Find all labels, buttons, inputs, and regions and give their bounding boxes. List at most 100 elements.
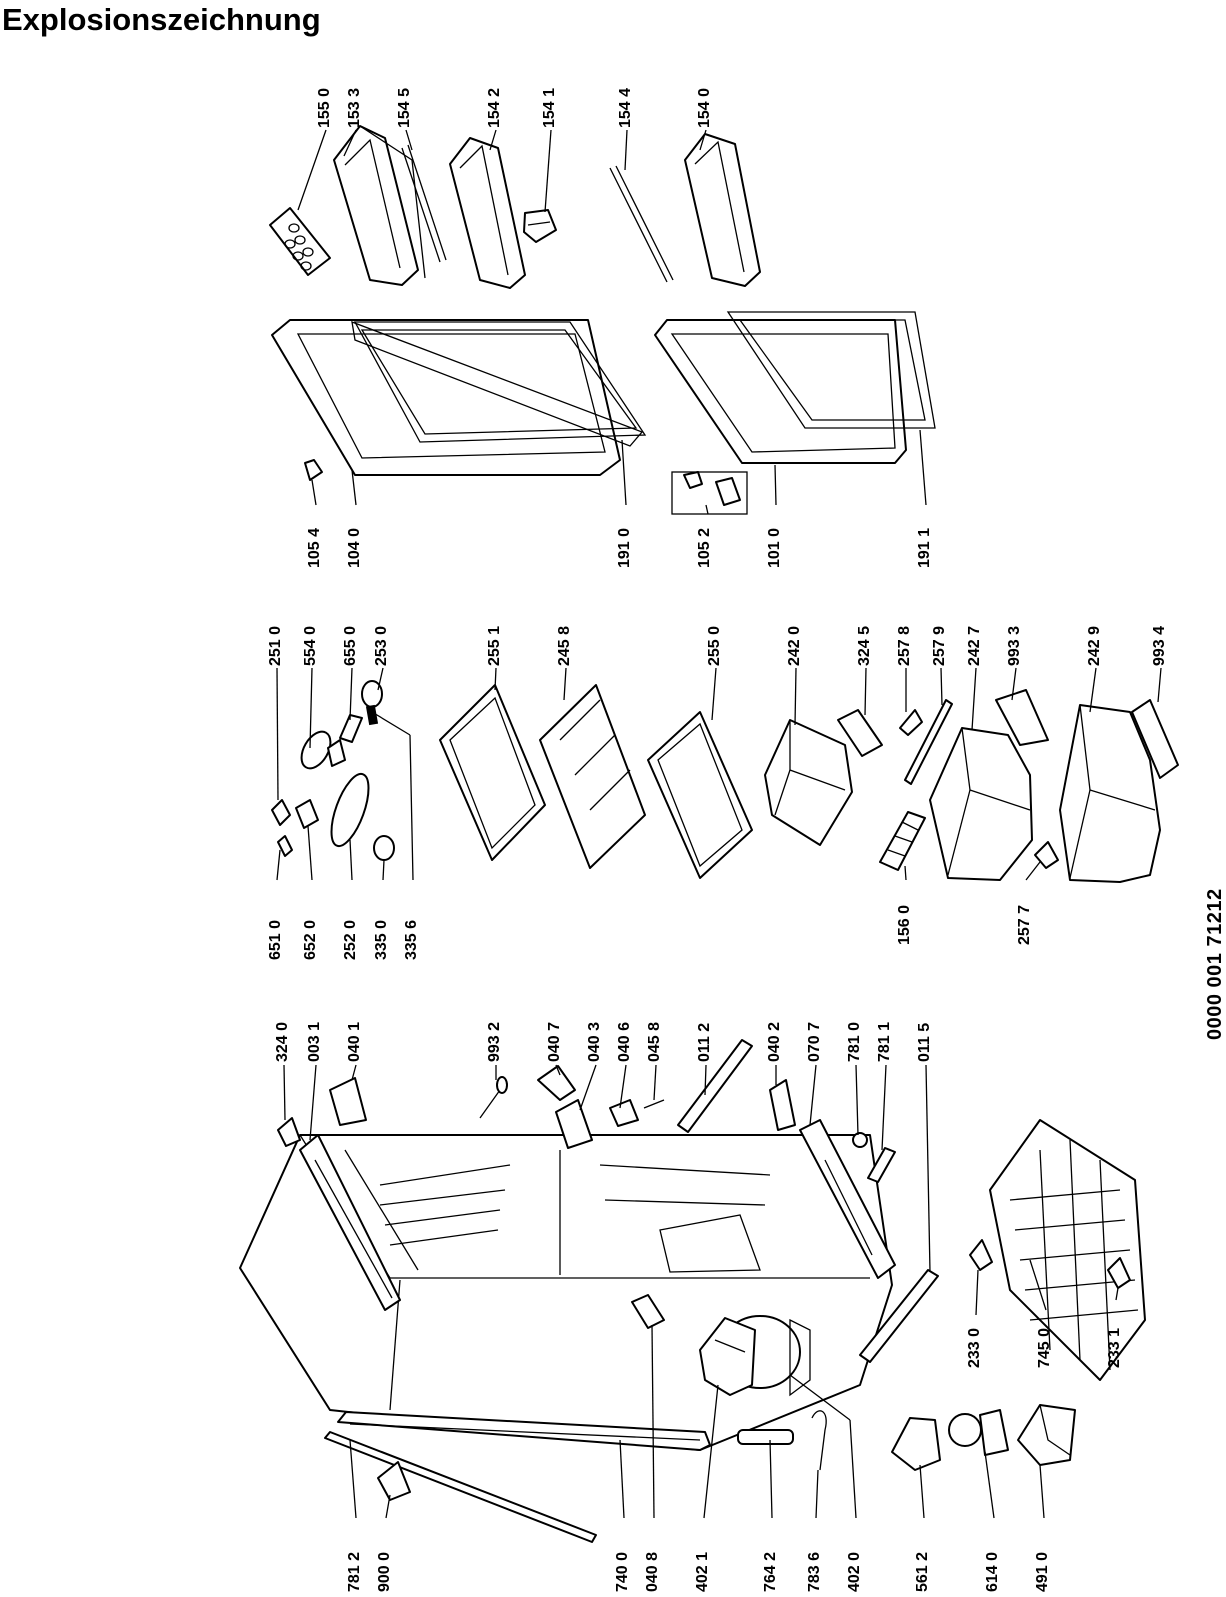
- part-label: 781 2: [346, 1551, 363, 1592]
- part-label: 257 9: [931, 625, 948, 666]
- bottle-holder: [523, 209, 557, 243]
- part-label: 993 4: [1151, 625, 1168, 666]
- cable-clip: [377, 1461, 411, 1501]
- part-label: 101 0: [766, 527, 783, 568]
- part-label: 402 1: [694, 1551, 711, 1592]
- base-grille: [867, 1147, 896, 1183]
- power-cable-connector: [891, 1417, 941, 1471]
- part-label: 253 0: [373, 625, 390, 666]
- start-relay: [948, 1409, 1009, 1456]
- part-label: 614 0: [984, 1551, 1001, 1592]
- part-label: 040 7: [546, 1021, 563, 1062]
- leveling-foot: [852, 1132, 868, 1148]
- hinge-plate: [609, 1099, 665, 1127]
- part-label: 155 0: [316, 87, 333, 128]
- part-label: 154 0: [696, 87, 713, 128]
- compressor-relay: [699, 1317, 756, 1396]
- door-shelf-middle: [449, 137, 526, 289]
- door-seal-lower: [726, 311, 936, 429]
- fridge-door: [271, 319, 644, 476]
- page-title: Explosionszeichnung: [2, 2, 321, 37]
- thermostat-group: [271, 680, 395, 861]
- part-label: 652 0: [302, 919, 319, 960]
- relay-cover: [1017, 1404, 1076, 1466]
- part-label: 242 7: [966, 625, 983, 666]
- part-label: 154 2: [486, 87, 503, 128]
- part-label: 040 2: [766, 1021, 783, 1062]
- part-label: 191 1: [916, 527, 933, 568]
- part-label: 040 8: [644, 1551, 661, 1592]
- temperature-sensor: [479, 1076, 508, 1119]
- condenser-clip-upper: [969, 1239, 993, 1271]
- part-label: 655 0: [342, 625, 359, 666]
- part-label: 781 1: [876, 1021, 893, 1062]
- glass-shelf-lower: [647, 711, 753, 879]
- part-label: 781 0: [846, 1021, 863, 1062]
- part-label: 011 2: [696, 1022, 713, 1062]
- hinge-top-left: [277, 1117, 301, 1147]
- condenser-clip-lower: [1107, 1257, 1131, 1289]
- part-label: 257 8: [896, 625, 913, 666]
- part-label: 011 5: [916, 1022, 933, 1062]
- leader-lines: [276, 129, 1162, 1519]
- drawer-rail: [904, 699, 953, 785]
- lower-hinge: [769, 1079, 796, 1131]
- part-label: 105 2: [696, 527, 713, 568]
- part-label: 153 3: [346, 87, 363, 128]
- reinforcement-lower: [859, 1269, 939, 1363]
- part-label: 900 0: [376, 1551, 393, 1592]
- part-label: 154 1: [541, 87, 558, 128]
- part-label: 783 6: [806, 1551, 823, 1592]
- wire-shelf: [539, 684, 646, 869]
- part-label: 255 0: [706, 625, 723, 666]
- part-label: 251 0: [267, 625, 284, 666]
- crisper-upper: [929, 727, 1033, 881]
- dryer-filter: [737, 1429, 794, 1445]
- part-label: 554 0: [302, 625, 319, 666]
- base-front-panel: [799, 1119, 896, 1279]
- door-hinge-top: [304, 459, 323, 481]
- door-shelf-upper: [333, 125, 426, 286]
- door-seal-upper: [353, 321, 647, 443]
- part-label: 252 0: [342, 919, 359, 960]
- part-label: 040 1: [346, 1021, 363, 1062]
- part-label: 045 8: [646, 1021, 663, 1062]
- part-label: 561 2: [914, 1551, 931, 1592]
- part-label: 070 7: [806, 1021, 823, 1062]
- part-label: 003 1: [306, 1021, 323, 1062]
- part-label: 335 0: [373, 919, 390, 960]
- shelf-rail-1: [401, 144, 447, 263]
- part-label: 993 3: [1006, 625, 1023, 666]
- part-label: 402 0: [846, 1551, 863, 1592]
- part-label: 491 0: [1034, 1551, 1051, 1592]
- clip-lower: [1034, 841, 1059, 869]
- part-label: 651 0: [267, 919, 284, 960]
- cover-plate: [837, 709, 883, 757]
- part-label: 324 0: [274, 1021, 291, 1062]
- egg-tray: [269, 207, 331, 276]
- part-label: 242 0: [786, 625, 803, 666]
- reinforcement-upper: [677, 1039, 753, 1133]
- part-label: 154 4: [617, 87, 634, 128]
- part-label: 740 0: [614, 1551, 631, 1592]
- part-label: 245 8: [556, 625, 573, 666]
- drain-tube: [324, 1431, 597, 1543]
- part-label: 242 9: [1086, 625, 1103, 666]
- door-stop: [631, 1294, 665, 1329]
- part-label: 233 1: [1106, 1327, 1123, 1368]
- storage-box: [764, 719, 853, 846]
- center-hinge: [537, 1065, 593, 1149]
- part-label: 257 7: [1016, 904, 1033, 945]
- door-hinge-kit: [671, 471, 748, 515]
- part-label: 105 4: [306, 527, 323, 568]
- part-label: 335 6: [403, 919, 420, 960]
- part-label: 040 3: [586, 1021, 603, 1062]
- part-label: 324 5: [856, 625, 873, 666]
- glass-shelf-upper: [439, 684, 546, 861]
- door-shelf-lower: [684, 133, 761, 287]
- part-label: 191 0: [616, 527, 633, 568]
- part-label: 745 0: [1036, 1327, 1053, 1368]
- condenser: [989, 1119, 1146, 1381]
- crisper-cover-lower: [1131, 699, 1179, 779]
